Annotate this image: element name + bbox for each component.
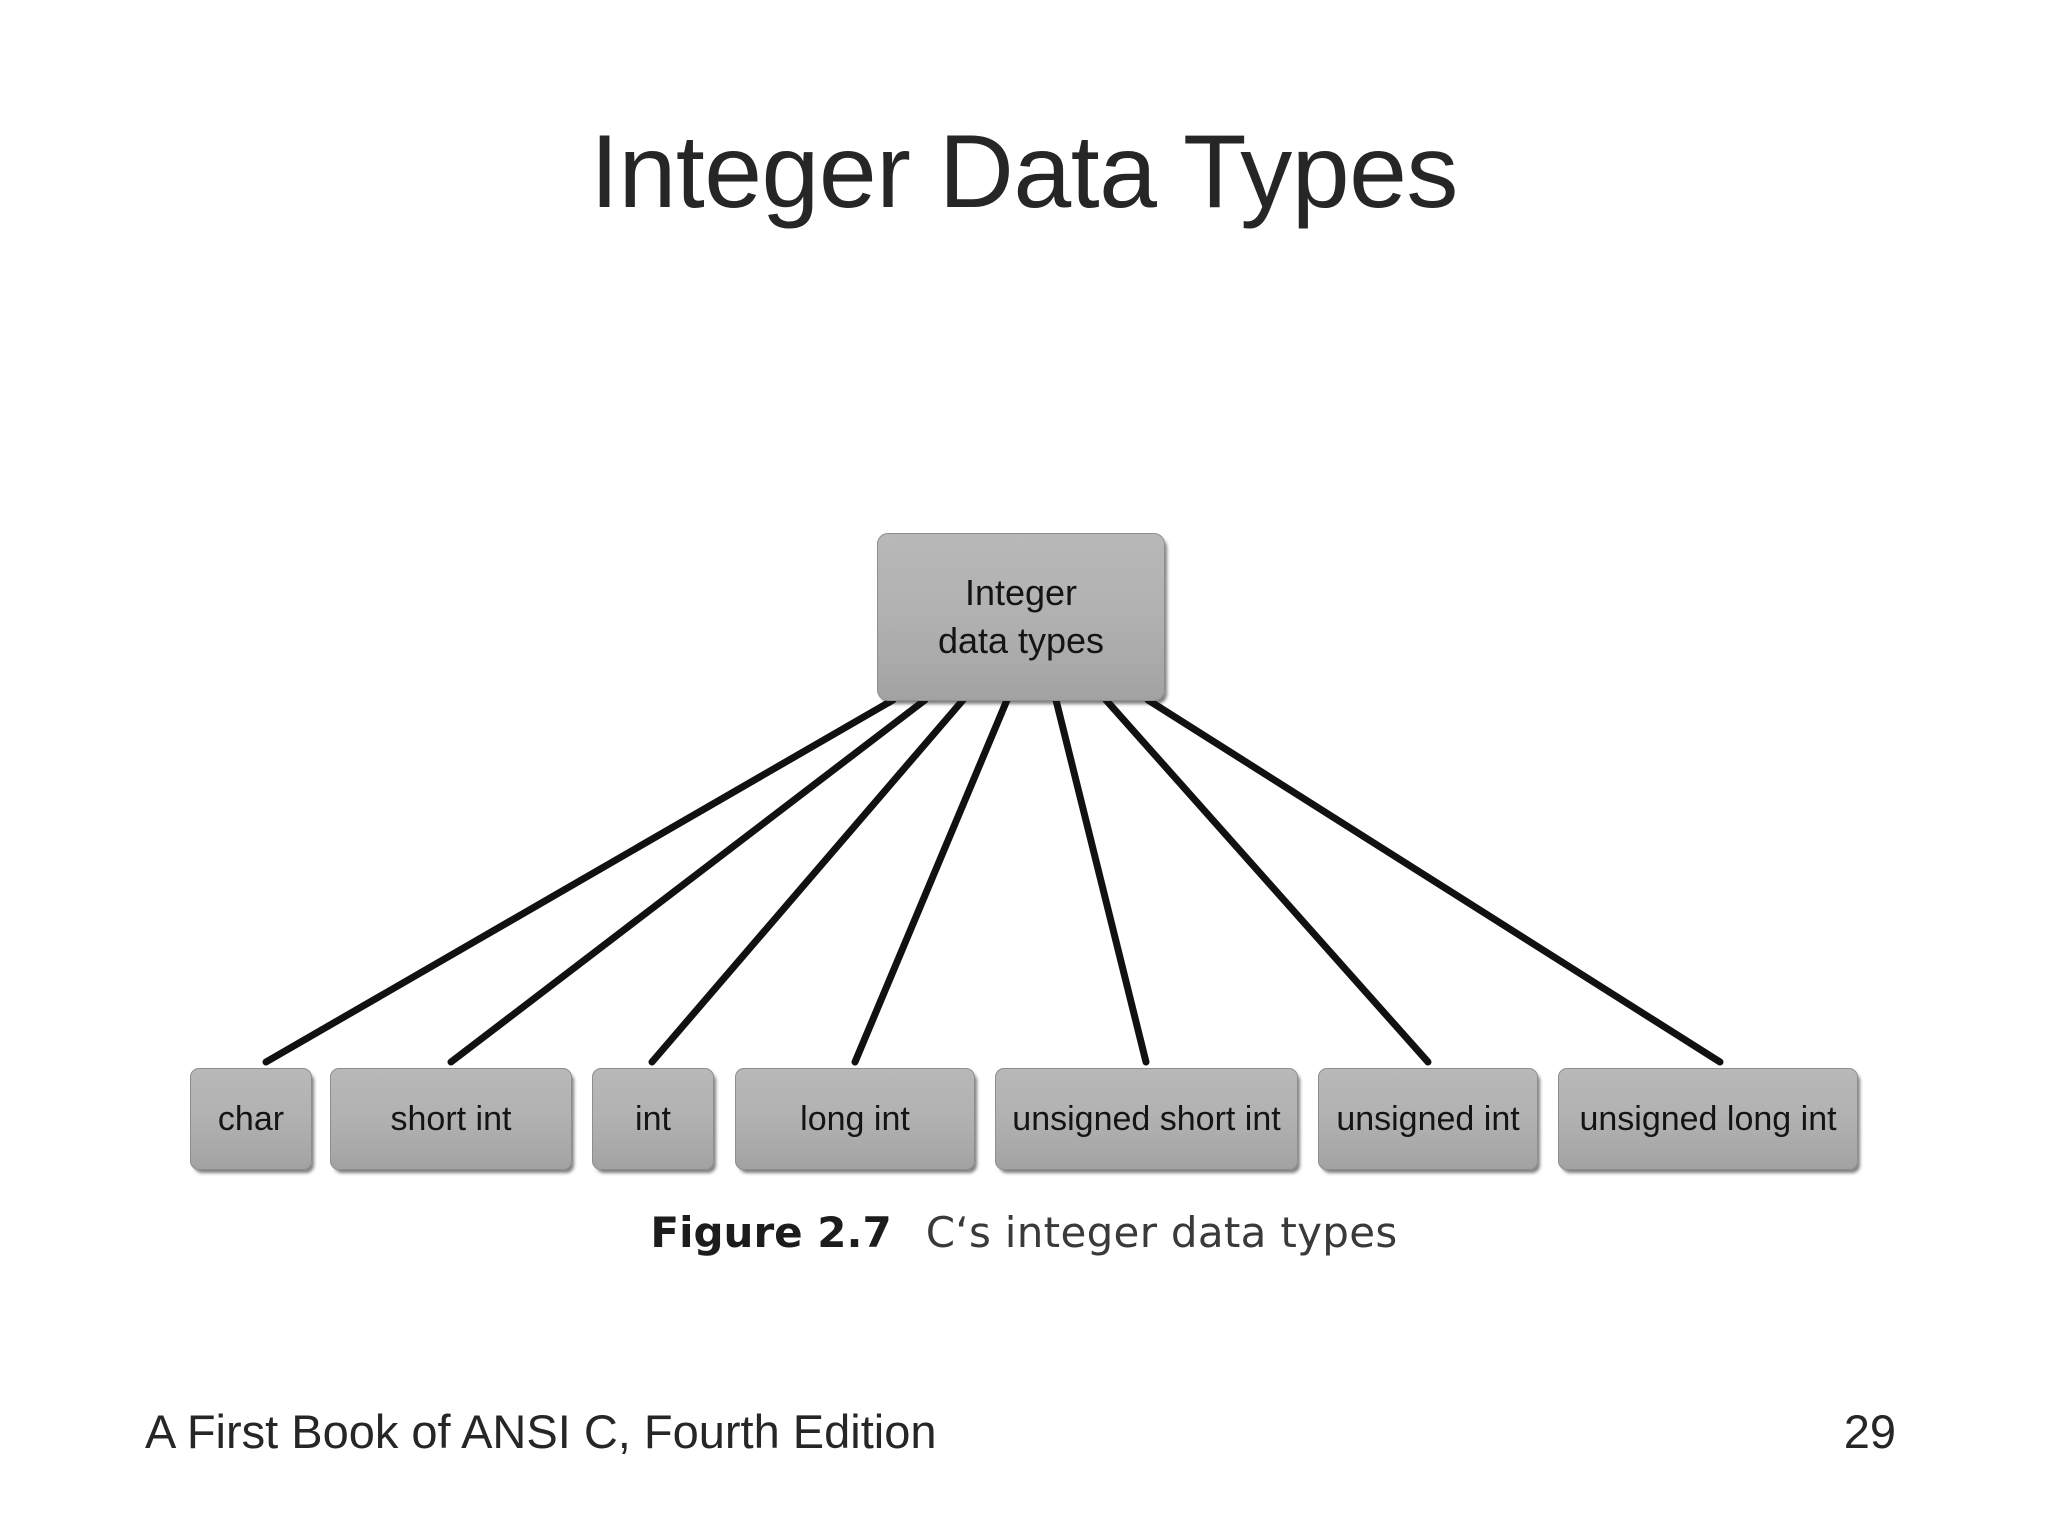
page-title: Integer Data Types: [590, 114, 1458, 230]
connector-line-0: [262, 696, 897, 1066]
leaf-label: char: [217, 1099, 285, 1138]
footer-page-number: 29: [1843, 1405, 1896, 1458]
node-leaf-unsigned-int: unsigned int: [1318, 1068, 1538, 1170]
node-leaf-unsigned-long-int: unsigned long int: [1558, 1068, 1858, 1170]
leaf-label: unsigned long int: [1579, 1099, 1837, 1138]
connector-line-6: [1144, 696, 1724, 1066]
connector-line-3: [851, 696, 1011, 1066]
leaf-label: long int: [800, 1099, 910, 1138]
connector-line-5: [1102, 696, 1432, 1066]
figure-caption-text: C‘s integer data types: [925, 1208, 1398, 1257]
node-leaf-short-int: short int: [330, 1068, 572, 1170]
root-label-line1: Integer: [964, 571, 1078, 613]
leaf-label: unsigned int: [1336, 1099, 1520, 1138]
connector-line-2: [648, 696, 967, 1066]
connector-line-1: [447, 696, 929, 1066]
node-leaf-unsigned-short-int: unsigned short int: [995, 1068, 1298, 1170]
slide-footer: A First Book of ANSI C, Fourth Edition 2…: [0, 1386, 2048, 1536]
node-leaf-int: int: [592, 1068, 714, 1170]
root-label-line2: data types: [937, 620, 1105, 661]
figure-caption-label: Figure 2.7: [650, 1208, 892, 1257]
leaf-label: int: [635, 1099, 671, 1138]
node-leaf-char: char: [190, 1068, 312, 1170]
leaf-label: short int: [390, 1099, 512, 1138]
node-root-integer-data-types: Integer data types: [877, 533, 1165, 701]
figure-caption: Figure 2.7 C‘s integer data types: [0, 1208, 2048, 1257]
node-leaf-long-int: long int: [735, 1068, 975, 1170]
leaf-label: unsigned short int: [1012, 1099, 1281, 1138]
footer-source-text: A First Book of ANSI C, Fourth Edition: [145, 1405, 937, 1458]
connector-line-4: [1052, 696, 1150, 1066]
